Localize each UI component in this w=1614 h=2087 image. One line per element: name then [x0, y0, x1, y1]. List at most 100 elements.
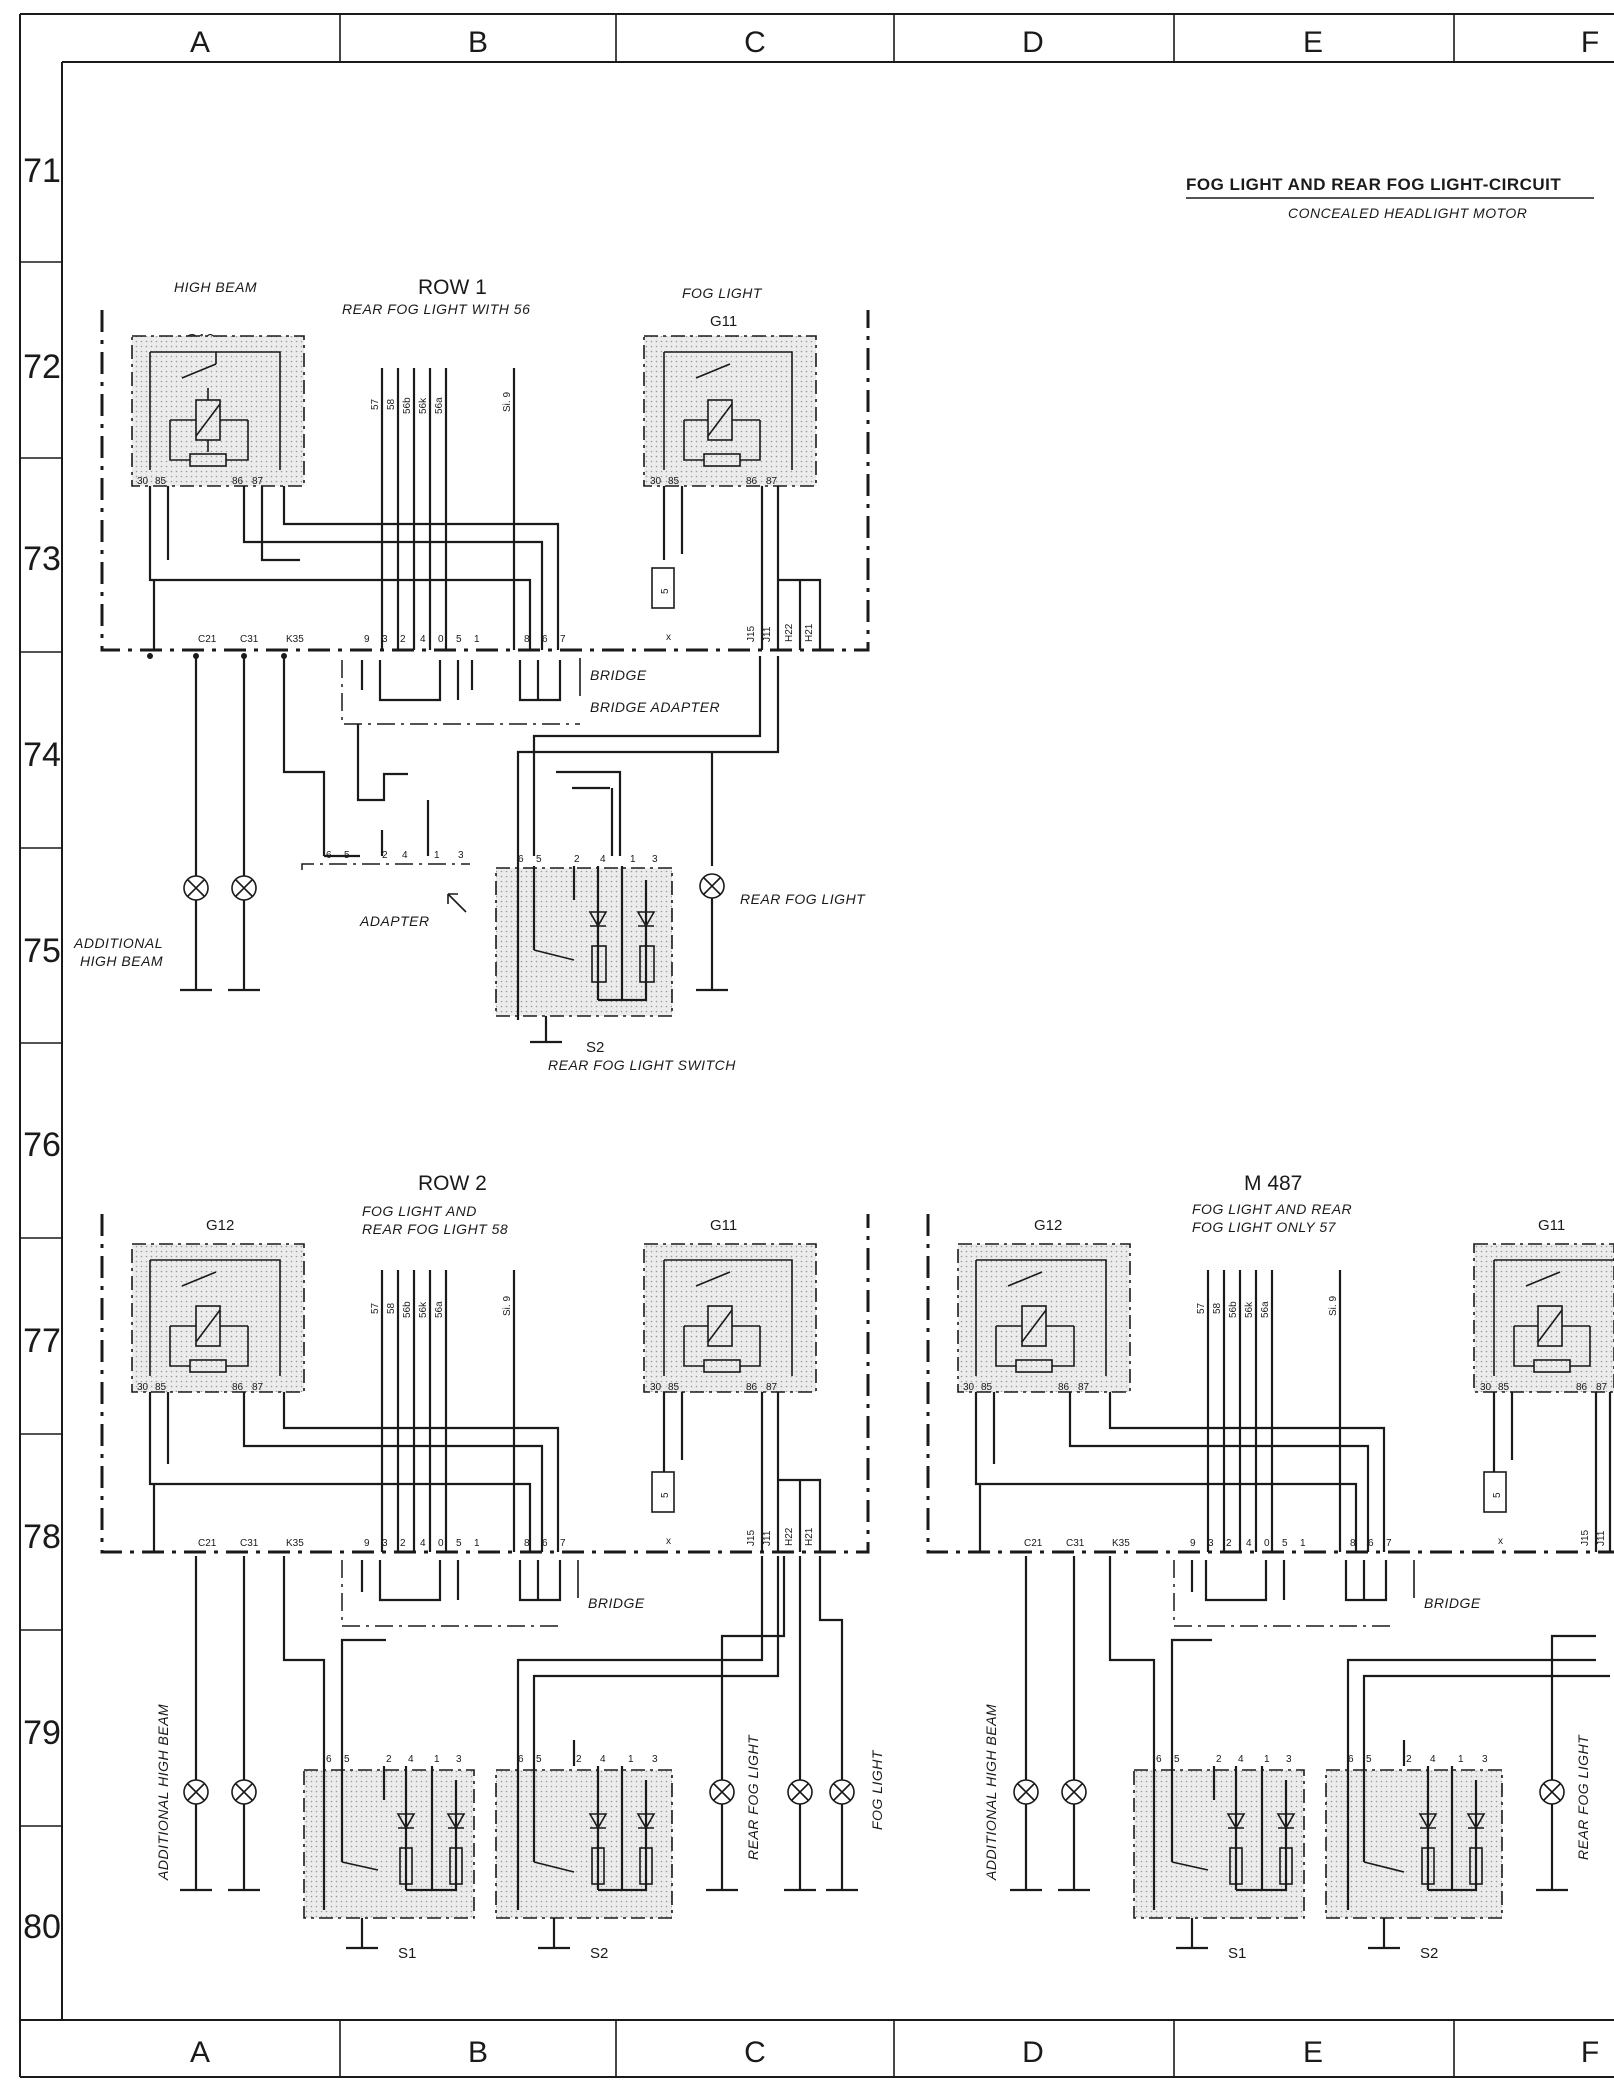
svg-text:5: 5 [1174, 1754, 1180, 1765]
svg-text:3: 3 [382, 1538, 388, 1549]
svg-text:57: 57 [370, 398, 381, 410]
col-b-bottom: B [468, 2036, 488, 2069]
svg-text:C21: C21 [198, 634, 217, 645]
svg-text:J15: J15 [1580, 1529, 1591, 1546]
svg-text:30: 30 [650, 476, 662, 487]
svg-text:0: 0 [438, 634, 444, 645]
svg-text:Si. 9: Si. 9 [502, 392, 513, 412]
fog-light-label: FOG LIGHT [682, 285, 763, 301]
connectors-row1: C21 C31 K35 J15 J11 H22 H21 [147, 623, 815, 659]
svg-text:6: 6 [326, 1754, 332, 1765]
svg-text:87: 87 [252, 1382, 264, 1393]
svg-text:56b: 56b [402, 397, 413, 414]
m487-section: M 487 FOG LIGHT AND REAR FOG LIGHT ONLY … [926, 1172, 1614, 1962]
svg-text:1: 1 [434, 1754, 440, 1765]
svg-text:4: 4 [402, 850, 408, 861]
svg-text:4: 4 [600, 1754, 606, 1765]
svg-text:2: 2 [1406, 1754, 1412, 1765]
svg-text:5: 5 [660, 1492, 671, 1498]
svg-text:1: 1 [1300, 1538, 1306, 1549]
svg-text:2: 2 [1216, 1754, 1222, 1765]
svg-text:86: 86 [1576, 1382, 1588, 1393]
svg-text:2: 2 [574, 854, 580, 865]
svg-text:1: 1 [1264, 1754, 1270, 1765]
row-71: 71 [23, 152, 61, 190]
svg-text:5: 5 [660, 588, 671, 594]
m487-title: M 487 [1244, 1172, 1302, 1195]
svg-text:C21: C21 [198, 1538, 217, 1549]
high-beam-label: HIGH BEAM [174, 279, 257, 295]
row1-title: ROW 1 [418, 276, 487, 299]
svg-text:30: 30 [1480, 1382, 1492, 1393]
row-72: 72 [23, 348, 61, 386]
svg-text:J15: J15 [746, 1529, 757, 1546]
svg-text:3: 3 [1208, 1538, 1214, 1549]
bridge-adapter-label: BRIDGE ADAPTER [590, 699, 720, 715]
row2-subtitle-2: REAR FOG LIGHT 58 [362, 1221, 508, 1237]
svg-text:J11: J11 [762, 1530, 773, 1546]
svg-text:C31: C31 [240, 1538, 259, 1549]
svg-text:2: 2 [400, 634, 406, 645]
row2-rear-fog-light-label: REAR FOG LIGHT [745, 1734, 761, 1860]
svg-text:0: 0 [1264, 1538, 1270, 1549]
svg-text:85: 85 [155, 1382, 167, 1393]
svg-text:3: 3 [652, 1754, 658, 1765]
svg-text:5: 5 [1492, 1492, 1503, 1498]
svg-text:87: 87 [766, 476, 778, 487]
row-79: 79 [23, 1714, 61, 1752]
svg-text:85: 85 [981, 1382, 993, 1393]
svg-text:Si. 9: Si. 9 [1328, 1296, 1339, 1316]
svg-text:87: 87 [252, 476, 264, 487]
svg-text:6: 6 [542, 1538, 548, 1549]
row2-g11-label: G11 [710, 1217, 737, 1234]
svg-text:56b: 56b [402, 1301, 413, 1318]
svg-text:9: 9 [364, 1538, 370, 1549]
svg-text:H22: H22 [784, 1527, 795, 1546]
svg-text:58: 58 [386, 1302, 397, 1314]
svg-text:K35: K35 [286, 634, 304, 645]
m487-s1-label: S1 [1228, 1945, 1246, 1962]
svg-text:8: 8 [524, 634, 530, 645]
col-a: A [190, 26, 210, 59]
svg-text:56a: 56a [434, 397, 445, 414]
svg-text:C21: C21 [1024, 1538, 1043, 1549]
svg-text:56a: 56a [1260, 1301, 1271, 1318]
row2-additional-high-beam-label: ADDITIONAL HIGH BEAM [155, 1704, 171, 1881]
col-f-bottom: F [1581, 2036, 1599, 2069]
row2-s2-label: S2 [590, 1945, 608, 1962]
svg-text:2: 2 [382, 850, 388, 861]
wire-bundle-row1: 57 58 56b 56k 56a Si. 9 [370, 368, 516, 650]
row2-bridge-label: BRIDGE [588, 1595, 645, 1611]
m487-subtitle-1: FOG LIGHT AND REAR [1192, 1201, 1352, 1217]
svg-text:4: 4 [600, 854, 606, 865]
row-75: 75 [23, 932, 61, 970]
svg-text:C31: C31 [1066, 1538, 1085, 1549]
row-78: 78 [23, 1518, 61, 1556]
svg-text:5: 5 [1366, 1754, 1372, 1765]
svg-text:6: 6 [518, 1754, 524, 1765]
bridge-row1: 9 3 2 4 0 5 1 8 6 7 BRIDGE BRIDGE ADAPTE… [341, 634, 720, 725]
svg-text:4: 4 [408, 1754, 414, 1765]
svg-text:30: 30 [137, 1382, 149, 1393]
svg-text:2: 2 [400, 1538, 406, 1549]
svg-text:1: 1 [474, 1538, 480, 1549]
row2-section: ROW 2 FOG LIGHT AND REAR FOG LIGHT 58 G1… [100, 1172, 885, 1962]
g11-label: G11 [710, 313, 737, 330]
row2-subtitle-1: FOG LIGHT AND [362, 1203, 477, 1219]
svg-text:8: 8 [1350, 1538, 1356, 1549]
m487-g11-label: G11 [1538, 1217, 1565, 1234]
col-c-bottom: C [744, 2036, 766, 2069]
svg-text:87: 87 [766, 1382, 778, 1393]
svg-text:6: 6 [1368, 1538, 1374, 1549]
svg-text:5: 5 [344, 850, 350, 861]
diagram-header: FOG LIGHT AND REAR FOG LIGHT-CIRCUIT CON… [1186, 175, 1594, 221]
svg-text:86: 86 [232, 476, 244, 487]
svg-text:86: 86 [746, 1382, 758, 1393]
adapter-label: ADAPTER [359, 913, 430, 929]
col-b: B [468, 26, 488, 59]
svg-text:x: x [666, 1536, 671, 1547]
row-73: 73 [23, 540, 61, 578]
svg-text:2: 2 [386, 1754, 392, 1765]
row-74: 74 [23, 736, 61, 774]
